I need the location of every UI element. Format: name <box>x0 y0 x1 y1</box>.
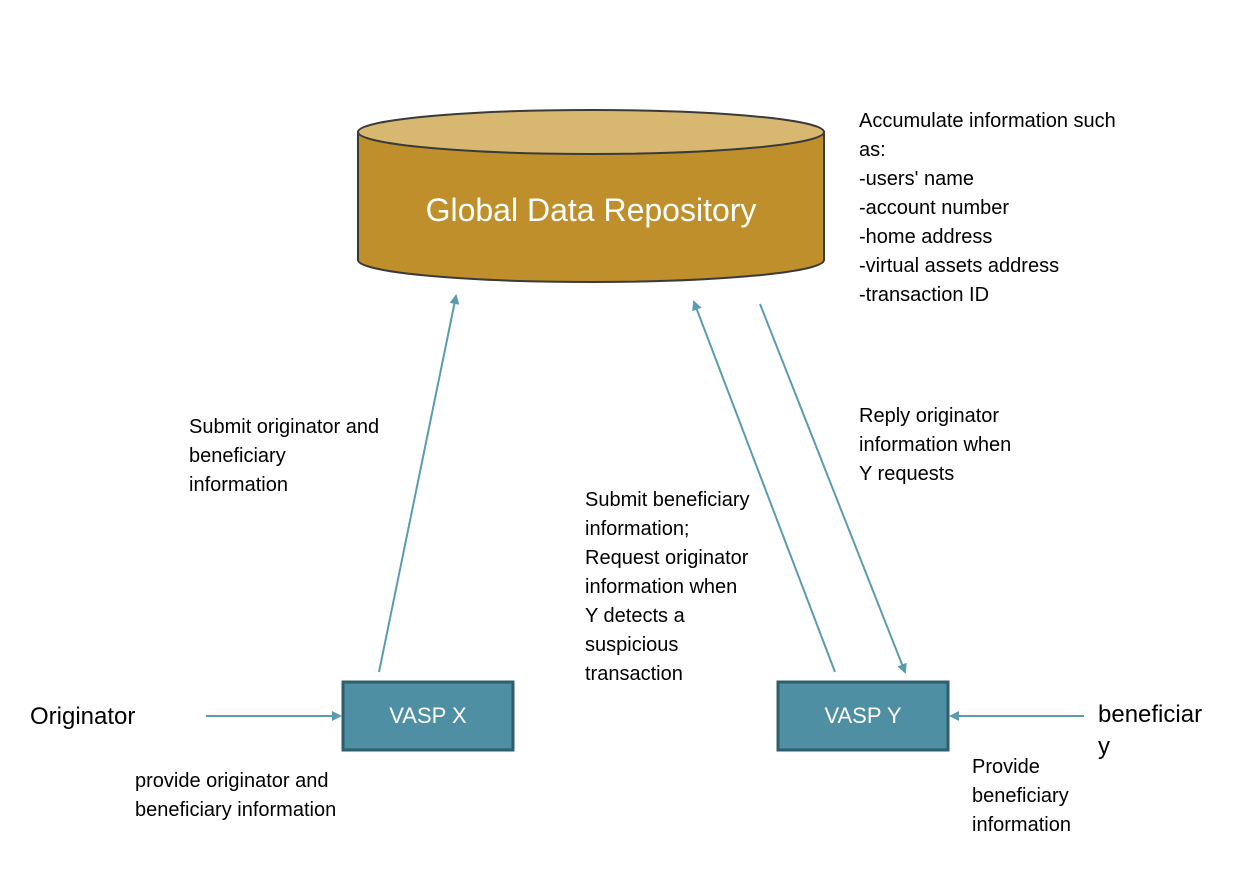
originator-label: Originator <box>30 703 136 730</box>
arrow-x-to-repository <box>378 294 460 673</box>
accumulate-line: -account number <box>859 197 1010 219</box>
reply-originator-line: Reply originator <box>859 405 1000 427</box>
cylinder-top <box>357 109 825 155</box>
reply-originator-note: Reply originator information when Y requ… <box>859 402 1011 489</box>
submit-originator-line: beneficiary <box>189 445 286 467</box>
provide-beneficiary-line: beneficiary <box>972 785 1069 807</box>
cylinder-body <box>357 131 825 283</box>
reply-originator-line: information when <box>859 434 1012 456</box>
submit-beneficiary-line: information when <box>585 576 738 598</box>
submit-originator-line: Submit originator and <box>189 416 380 438</box>
submit-beneficiary-line: information; <box>585 518 690 540</box>
submit-beneficiary-line: Request originator <box>585 547 749 569</box>
provide-beneficiary-note: Provide beneficiary information <box>972 753 1071 840</box>
vasp-x-label: VASP X <box>389 703 467 728</box>
accumulate-line: -users' name <box>859 168 974 190</box>
submit-originator-note: Submit originator and beneficiary inform… <box>189 413 379 500</box>
accumulate-line: as: <box>859 139 886 161</box>
submit-beneficiary-line: Submit beneficiary <box>585 489 750 511</box>
provide-originator-line: beneficiary information <box>135 799 337 821</box>
reply-originator-line: Y requests <box>859 463 955 485</box>
repository-cylinder <box>357 109 825 283</box>
beneficiary-label: beneficiar y <box>1098 699 1202 763</box>
vasp-y-box <box>776 680 950 752</box>
vasp-y-label: VASP Y <box>824 703 902 728</box>
beneficiary-label-line1: beneficiar <box>1098 701 1203 728</box>
accumulate-line: -transaction ID <box>859 284 990 306</box>
accumulate-line: -home address <box>859 226 993 248</box>
vasp-x-box <box>341 680 515 752</box>
accumulate-line: Accumulate information such <box>859 110 1116 132</box>
arrow-repository-to-y <box>759 303 907 674</box>
submit-beneficiary-line: transaction <box>585 663 683 685</box>
provide-beneficiary-line: Provide <box>972 756 1040 778</box>
repository-label: Global Data Repository <box>425 192 757 228</box>
submit-originator-line: information <box>189 474 288 496</box>
accumulate-note: Accumulate information such as: -users' … <box>859 107 1116 310</box>
provide-originator-line: provide originator and <box>135 770 329 792</box>
submit-beneficiary-line: Y detects a <box>585 605 685 627</box>
accumulate-line: -virtual assets address <box>859 255 1060 277</box>
submit-beneficiary-line: suspicious <box>585 634 679 656</box>
provide-originator-note: provide originator and beneficiary infor… <box>135 767 336 825</box>
submit-beneficiary-note: Submit beneficiary information; Request … <box>585 486 750 689</box>
provide-beneficiary-line: information <box>972 814 1071 836</box>
arrow-y-to-repository <box>692 300 836 673</box>
beneficiary-label-line2: y <box>1098 733 1110 760</box>
